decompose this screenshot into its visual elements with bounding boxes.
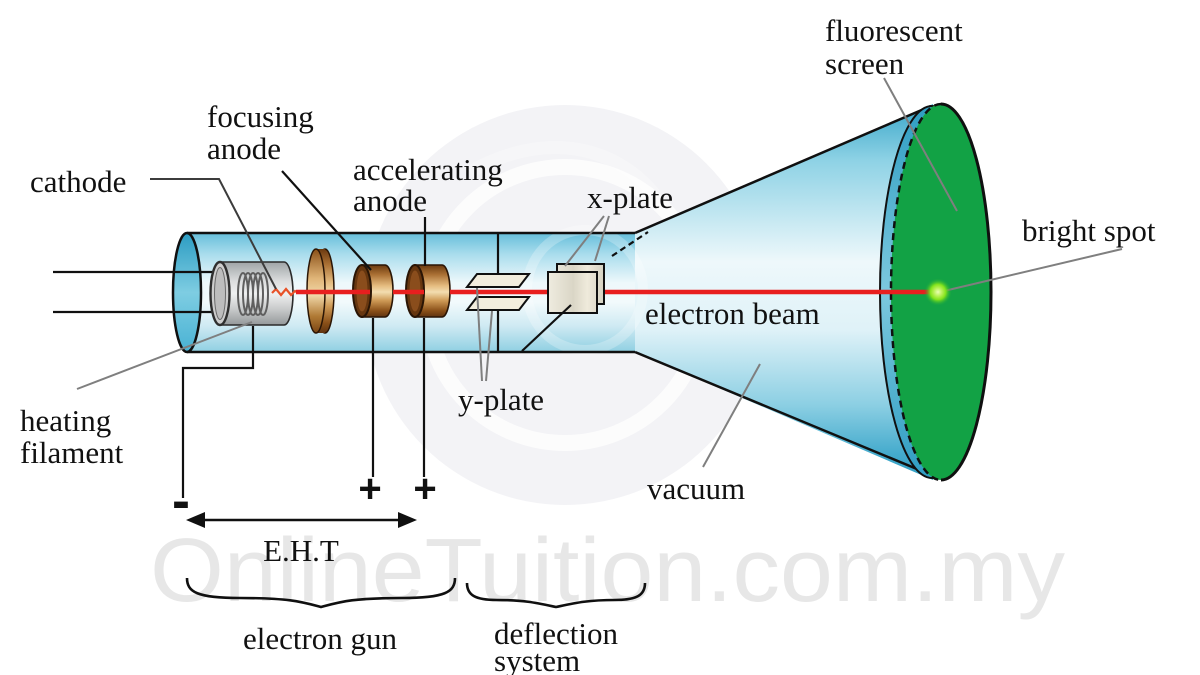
label-fluorescent-screen-line2: screen	[825, 46, 905, 81]
label-x-plate: x-plate	[587, 180, 673, 215]
bright-spot-glow	[924, 278, 952, 306]
braces	[185, 577, 647, 609]
label-focusing-anode-line1: focusing	[207, 99, 314, 134]
y-plate-lower	[464, 296, 532, 311]
plus-terminal-focusing-symbol: +	[358, 467, 381, 511]
label-focusing-anode-line2: anode	[207, 131, 281, 166]
label-fluorescent-screen-line1: fluorescent	[825, 13, 963, 48]
x-plates	[547, 263, 605, 314]
leader-lines	[76, 77, 1123, 468]
deflection-system-brace	[465, 582, 647, 609]
watermark-text: OnlineTuition.com.my	[150, 521, 1065, 621]
label-bright-spot: bright spot	[1022, 213, 1156, 248]
label-accelerating-anode-line1: accelerating	[353, 152, 503, 187]
connection-wires	[150, 170, 649, 498]
label-y-plate: y-plate	[458, 382, 544, 417]
label-heating-filament-line2: filament	[20, 435, 124, 470]
filament-wires	[53, 270, 214, 314]
y-plate-upper	[464, 273, 532, 288]
y-plates	[464, 273, 532, 311]
label-eht: E.H.T	[263, 533, 339, 568]
label-vacuum: vacuum	[647, 471, 745, 506]
label-deflection-system-line1: deflection	[494, 616, 618, 651]
cathode-cylinder	[209, 260, 294, 327]
plus-terminal-accelerating-symbol: +	[413, 467, 436, 511]
arrowhead-right	[398, 512, 417, 528]
label-heating-filament-line1: heating	[20, 403, 111, 438]
text-labels: cathode focusing anode accelerating anod…	[20, 13, 1156, 675]
x-plate-front	[547, 271, 598, 314]
arrowhead-left	[186, 512, 205, 528]
label-accelerating-anode-line2: anode	[353, 183, 427, 218]
minus-terminal-symbol: -	[172, 471, 190, 531]
heating-filament-coil	[237, 272, 269, 316]
tube-left-end	[171, 231, 203, 354]
label-deflection-system-line2: system	[494, 643, 580, 675]
electron-gun-brace	[185, 577, 457, 609]
electron-beam-line	[271, 287, 933, 297]
label-electron-beam: electron beam	[645, 296, 820, 331]
eht-arrow	[186, 512, 417, 528]
label-electron-gun: electron gun	[243, 621, 398, 656]
label-cathode: cathode	[30, 164, 126, 199]
